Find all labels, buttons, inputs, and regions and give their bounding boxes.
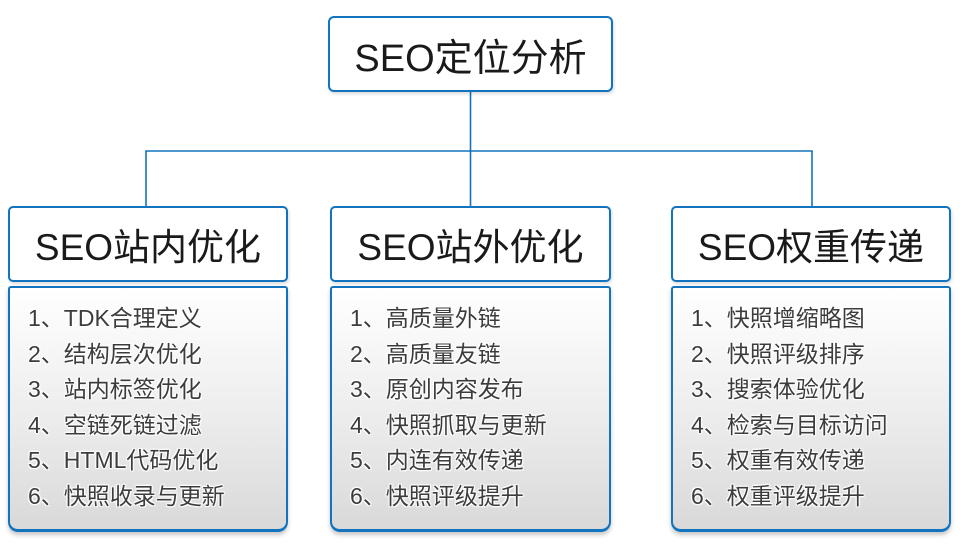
- list-item: 6、快照评级提升: [350, 482, 524, 509]
- root-node-title: SEO定位分析: [354, 37, 587, 80]
- branch-list-onsite: 1、TDK合理定义 2、结构层次优化 3、站内标签优化 4、空链死链过滤 5、H…: [8, 286, 288, 532]
- list-item: 6、快照收录与更新: [28, 482, 225, 509]
- branch-node-weight: SEO权重传递: [671, 206, 951, 282]
- branch-node-onsite: SEO站内优化: [8, 206, 288, 282]
- list-item: 3、站内标签优化: [28, 376, 202, 403]
- list-item: 3、搜索体验优化: [691, 376, 865, 403]
- branch-node-onsite-title: SEO站内优化: [34, 227, 262, 268]
- list-item: 6、权重评级提升: [691, 482, 865, 509]
- list-item: 2、快照评级排序: [691, 340, 865, 367]
- list-item: 5、内连有效传递: [350, 447, 524, 474]
- branch-node-offsite-title: SEO站外优化: [357, 227, 584, 268]
- list-item: 4、检索与目标访问: [691, 411, 888, 438]
- root-node: SEO定位分析: [328, 16, 613, 92]
- list-item: 4、快照抓取与更新: [350, 411, 547, 438]
- list-item: 1、快照增缩略图: [691, 305, 865, 331]
- list-item: 1、TDK合理定义: [28, 305, 202, 331]
- list-item: 4、空链死链过滤: [28, 411, 202, 438]
- branch-list-offsite: 1、高质量外链 2、高质量友链 3、原创内容发布 4、快照抓取与更新 5、内连有…: [330, 286, 611, 532]
- list-item: 1、高质量外链: [350, 305, 501, 331]
- list-item: 5、HTML代码优化: [28, 447, 219, 474]
- list-item: 3、原创内容发布: [350, 376, 524, 403]
- list-item: 5、权重有效传递: [691, 447, 865, 474]
- branch-list-weight: 1、快照增缩略图 2、快照评级排序 3、搜索体验优化 4、检索与目标访问 5、权…: [671, 286, 951, 532]
- list-item: 2、高质量友链: [350, 340, 501, 367]
- branch-node-offsite: SEO站外优化: [330, 206, 611, 282]
- branch-node-weight-title: SEO权重传递: [697, 227, 925, 268]
- list-item: 2、结构层次优化: [28, 340, 202, 367]
